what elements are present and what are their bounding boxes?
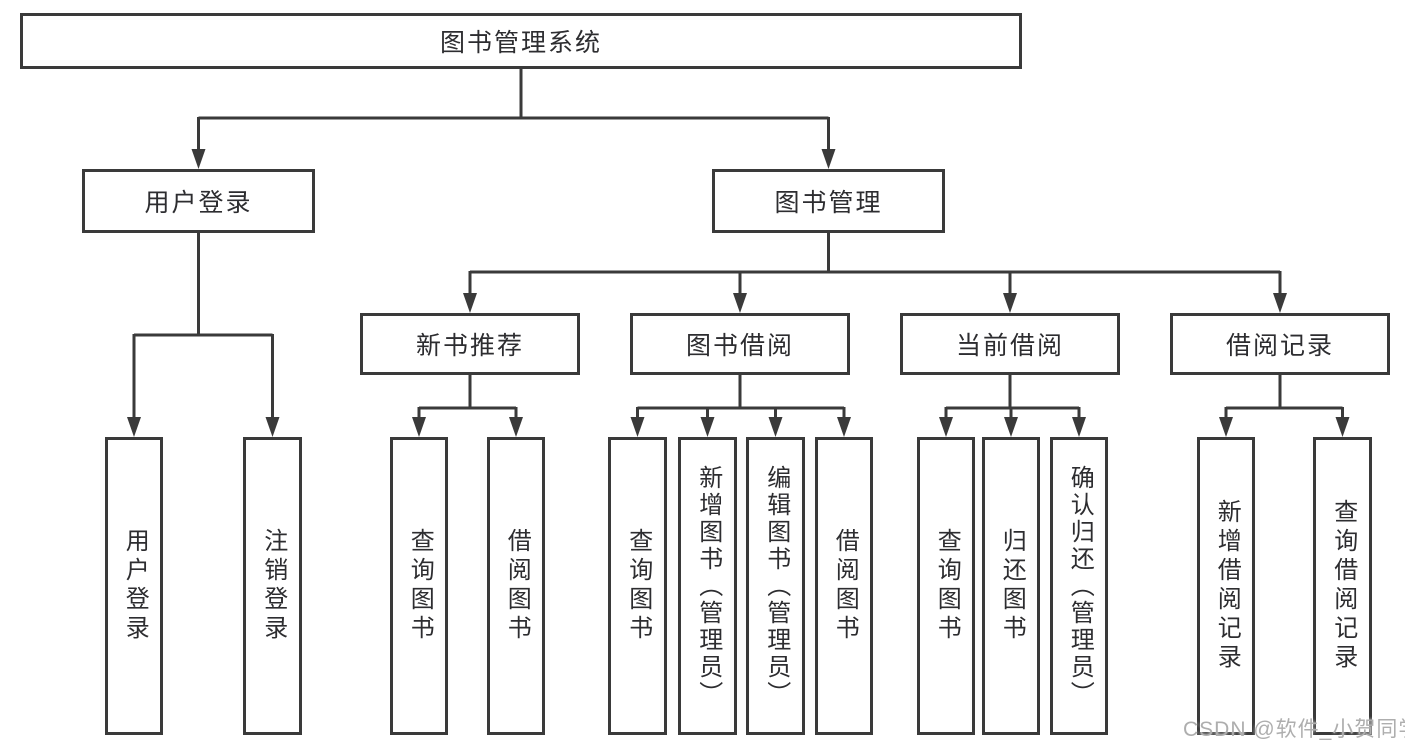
leaf-recommend-query-book-label: 查询图书 — [406, 528, 434, 644]
leaf-records-add-record-label: 新增借阅记录 — [1213, 499, 1241, 673]
csdn-watermark: CSDN @软件_小贺同学 — [1183, 718, 1405, 741]
leaf-records-add-record: 新增借阅记录 — [1197, 437, 1255, 735]
leaf-recommend-borrow-book-label: 借阅图书 — [503, 528, 531, 644]
node-book-management: 图书管理 — [712, 169, 945, 233]
node-new-book-recommend: 新书推荐 — [360, 313, 580, 375]
leaf-borrow-edit-book-admin-label: 编辑图书（管理员） — [762, 464, 790, 708]
leaf-borrow-add-book-admin: 新增图书（管理员） — [678, 437, 737, 735]
leaf-borrow-borrow-book: 借阅图书 — [815, 437, 873, 735]
leaf-borrow-query-book-label: 查询图书 — [624, 528, 652, 644]
node-book-borrow: 图书借阅 — [630, 313, 850, 375]
leaf-records-query-record: 查询借阅记录 — [1313, 437, 1372, 735]
leaf-current-query-book-label: 查询图书 — [933, 528, 961, 644]
arrowheads — [127, 149, 1350, 437]
leaf-current-return-book-label: 归还图书 — [998, 528, 1026, 644]
leaf-borrow-add-book-admin-label: 新增图书（管理员） — [694, 464, 722, 708]
node-root-system-label: 图书管理系统 — [439, 29, 602, 57]
leaf-user-login: 用户登录 — [105, 437, 163, 735]
leaf-records-query-record-label: 查询借阅记录 — [1329, 499, 1357, 673]
leaf-logout-label: 注销登录 — [259, 528, 287, 644]
leaf-recommend-query-book: 查询图书 — [390, 437, 448, 735]
leaf-current-return-book: 归还图书 — [982, 437, 1040, 735]
leaf-current-query-book: 查询图书 — [917, 437, 975, 735]
node-user-login-label: 用户登录 — [144, 189, 253, 217]
leaf-borrow-edit-book-admin: 编辑图书（管理员） — [746, 437, 805, 735]
node-book-management-label: 图书管理 — [774, 189, 883, 217]
node-borrow-records-label: 借阅记录 — [1225, 332, 1334, 360]
node-new-book-recommend-label: 新书推荐 — [415, 332, 524, 360]
node-current-borrow-label: 当前借阅 — [955, 332, 1064, 360]
leaf-logout: 注销登录 — [243, 437, 302, 735]
leaf-current-confirm-return-admin-label: 确认归还（管理员） — [1066, 464, 1094, 708]
node-current-borrow: 当前借阅 — [900, 313, 1120, 375]
leaf-borrow-borrow-book-label: 借阅图书 — [831, 528, 859, 644]
node-user-login: 用户登录 — [82, 169, 315, 233]
leaf-user-login-label: 用户登录 — [121, 528, 149, 644]
node-book-borrow-label: 图书借阅 — [685, 332, 794, 360]
leaf-current-confirm-return-admin: 确认归还（管理员） — [1050, 437, 1108, 735]
node-root-system: 图书管理系统 — [20, 13, 1022, 69]
node-borrow-records: 借阅记录 — [1170, 313, 1390, 375]
leaf-borrow-query-book: 查询图书 — [608, 437, 667, 735]
leaf-recommend-borrow-book: 借阅图书 — [487, 437, 545, 735]
